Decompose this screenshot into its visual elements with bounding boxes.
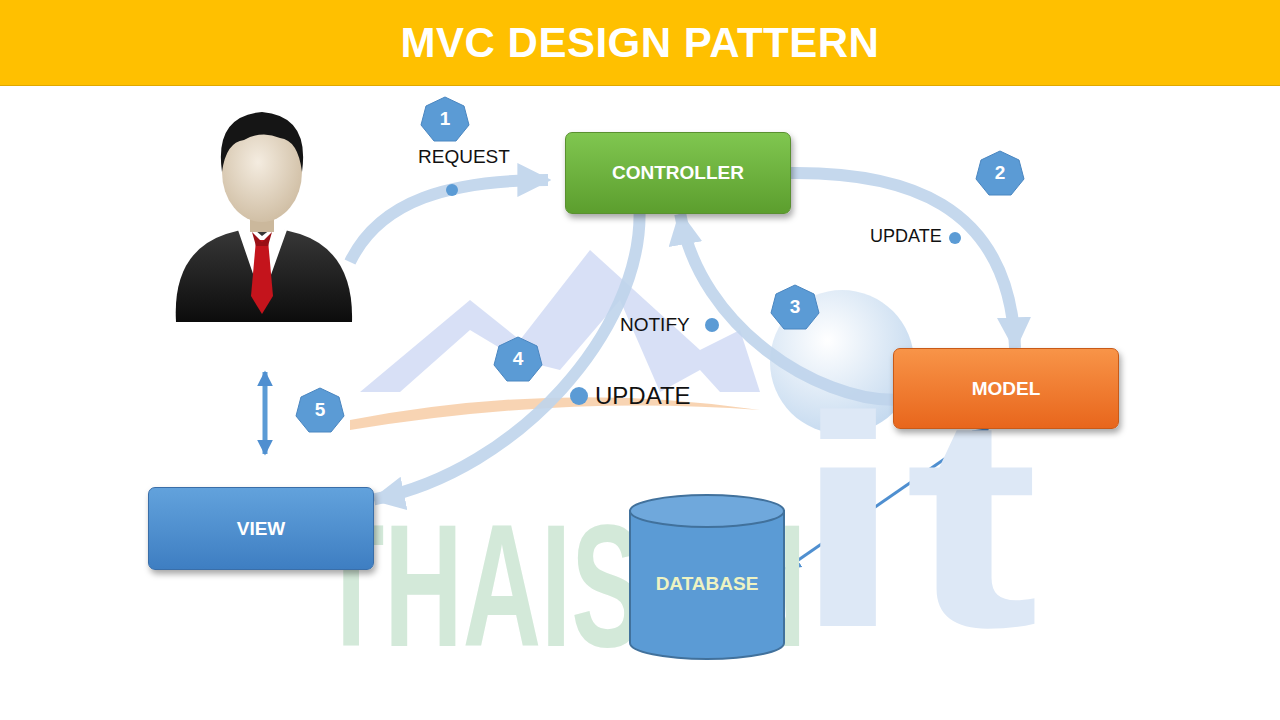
heptagon-shape [421,97,469,141]
node-text: MODEL [972,378,1041,400]
callout-number: 1 [440,108,451,130]
edge-label: UPDATE [595,382,691,409]
heptagon-shape [771,285,819,329]
node-text: DATABASE [656,573,759,595]
user-view-arrow [263,372,268,454]
label-dot [705,318,719,332]
edge-label-box: NOTIFY [620,314,690,336]
node-text: CONTROLLER [612,162,744,184]
callout-number-box: 2 [975,150,1025,196]
callout-number: 4 [513,348,524,370]
flow-arrow [374,214,640,499]
arrow-label: REQUEST [418,146,510,167]
person-icon [176,112,352,322]
callout-number: 3 [790,296,801,318]
view-box: VIEW [148,487,374,570]
label-dot [949,232,961,244]
cylinder-top [630,495,784,527]
model-box: MODEL [893,348,1119,429]
edge-label: NOTIFY [620,314,690,335]
callout-number-box: 1 [420,96,470,142]
controller-box: CONTROLLER [565,132,791,214]
edge-label-box: UPDATE [595,382,691,410]
heptagon-shape [494,337,542,381]
cylinder-body [630,511,784,659]
callout-number-box: 5 [295,387,345,433]
title-text: MVC DESIGN PATTERN [401,19,880,67]
heptagon-shape [296,388,344,432]
callout-number: 2 [995,162,1006,184]
arrow-label-box: REQUEST [418,146,510,168]
edge-label-box: UPDATE [870,226,942,247]
request-arrow [350,180,548,262]
callout-number-box: 3 [770,284,820,330]
flow-arrow [791,173,1015,348]
label-dot [446,184,458,196]
node-text: VIEW [237,518,286,540]
edge-label: UPDATE [870,226,942,246]
callout-number: 5 [315,399,326,421]
callout-number-box: 4 [493,336,543,382]
title-bar: MVC DESIGN PATTERN [0,0,1280,86]
database-cylinder: DATABASE [628,493,786,661]
heptagon-shape [976,151,1024,195]
label-dot [570,387,588,405]
